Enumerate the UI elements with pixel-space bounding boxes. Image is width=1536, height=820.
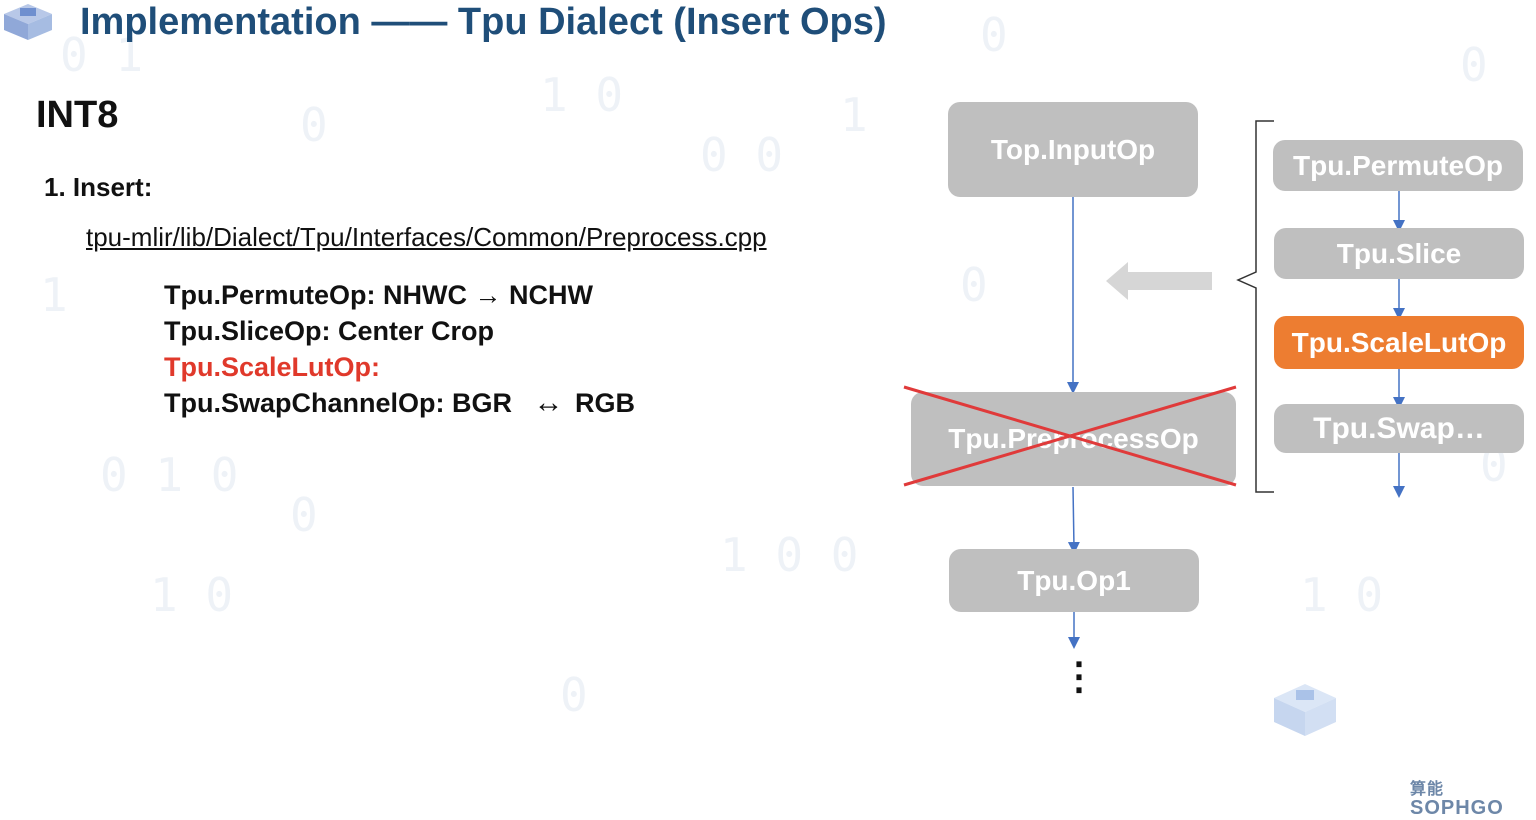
company-logo-icon	[4, 4, 52, 40]
inserted-ops-list: Tpu.PermuteOp: NHWC → NCHW Tpu.SliceOp: …	[164, 278, 635, 422]
brand-cn-text: 算能	[1410, 781, 1445, 798]
swap-channel-op-line: Tpu.SwapChannelOp: BGR ↔ RGB	[164, 386, 635, 422]
permute-op-text: Tpu.PermuteOp: NHWC	[164, 280, 467, 310]
tpu-permute-op-box: Tpu.PermuteOp	[1273, 140, 1523, 191]
permute-op-line: Tpu.PermuteOp: NHWC → NCHW	[164, 278, 635, 314]
slide-title: Implementation —— Tpu Dialect (Insert Op…	[80, 1, 887, 43]
arrow-both-icon: ↔	[533, 386, 564, 419]
scale-lut-op-line: Tpu.ScaleLutOp:	[164, 352, 380, 382]
tpu-op1-box: Tpu.Op1	[949, 549, 1199, 612]
section-heading: INT8	[36, 94, 119, 136]
swap-channel-op-text: Tpu.SwapChannelOp: BGR	[164, 388, 512, 418]
brand-logo: 算能 SOPHGO	[1410, 781, 1504, 819]
step-label: 1. Insert:	[44, 172, 153, 202]
tpu-preprocess-op-box: Tpu.PreprocessOp	[911, 392, 1236, 486]
chip-illustration-icon	[1274, 684, 1336, 736]
tpu-swap-op-box: Tpu.Swap…	[1274, 404, 1524, 453]
tpu-scale-lut-op-box: Tpu.ScaleLutOp	[1274, 316, 1524, 369]
slice-op-line: Tpu.SliceOp: Center Crop	[164, 316, 495, 346]
tpu-slice-box: Tpu.Slice	[1274, 228, 1524, 279]
brand-en-text: SOPHGO	[1410, 797, 1504, 819]
ellipsis-continuation: ⋮	[1060, 656, 1098, 698]
source-file-link[interactable]: tpu-mlir/lib/Dialect/Tpu/Interfaces/Comm…	[86, 222, 767, 252]
permute-op-target: NCHW	[509, 280, 594, 310]
arrow-right-icon: →	[474, 280, 502, 310]
swap-channel-op-target: RGB	[575, 388, 636, 418]
top-input-op-box: Top.InputOp	[948, 102, 1198, 197]
